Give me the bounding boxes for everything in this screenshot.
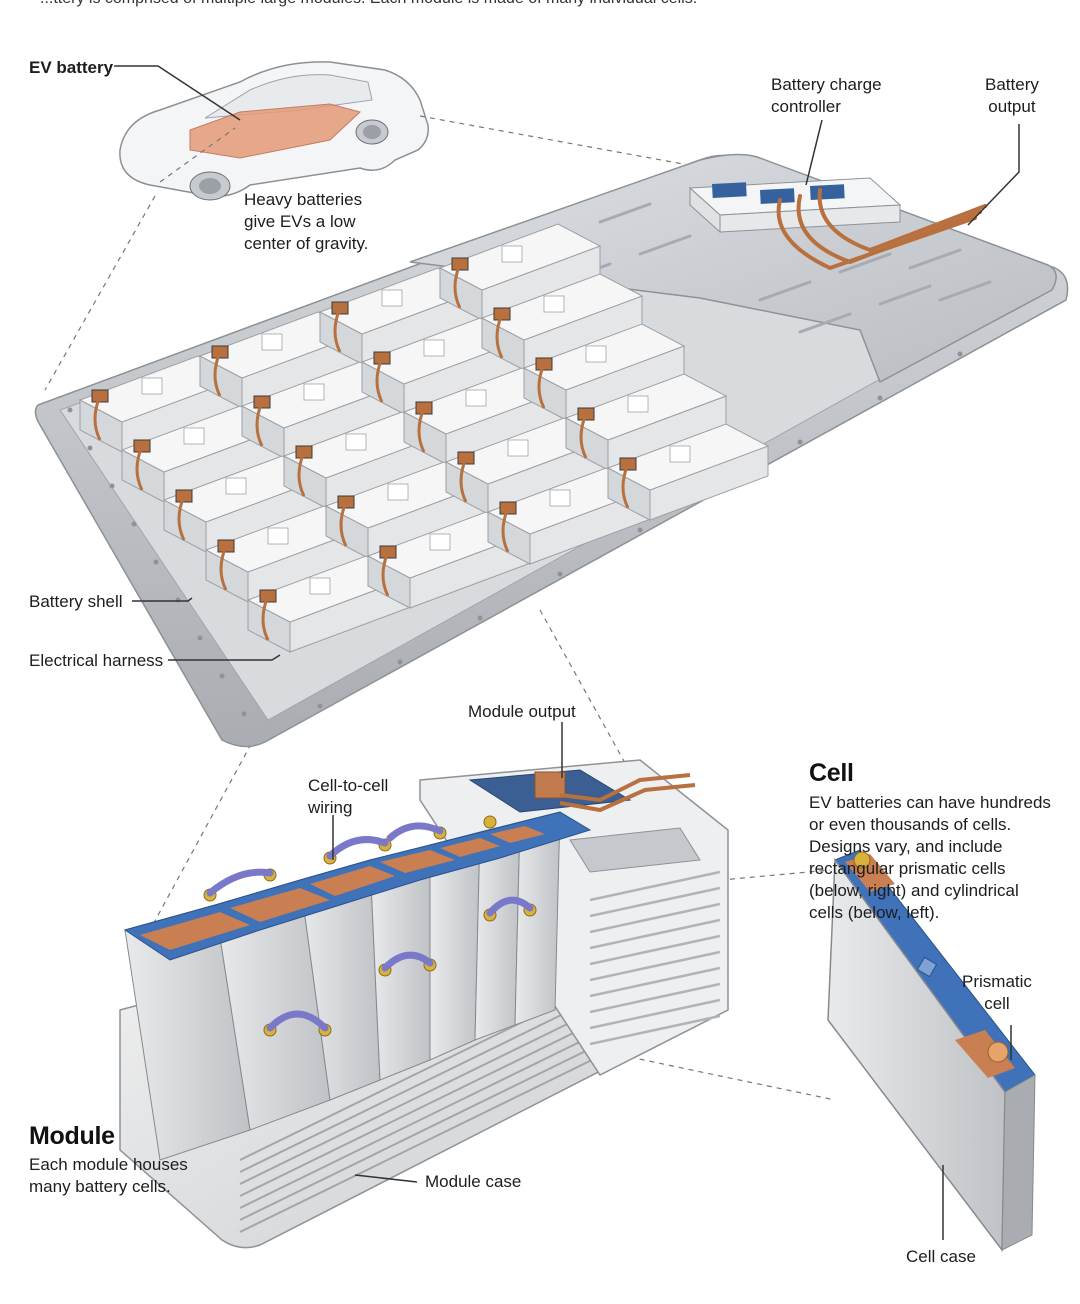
prismatic-cell-illustration xyxy=(827,849,1036,1253)
module-output-label: Module output xyxy=(468,702,576,721)
pack-module xyxy=(438,223,602,321)
ev-battery-label: EV battery xyxy=(29,58,114,77)
battery-output-label: Battery output xyxy=(985,75,1039,116)
electrical-harness-label: Electrical harness xyxy=(29,651,164,670)
leader-lines xyxy=(114,65,1020,1240)
battery-pack xyxy=(34,153,1069,748)
pack-module xyxy=(564,373,728,471)
cell-heading: Cell xyxy=(809,759,854,787)
module-case-label: Module case xyxy=(425,1172,522,1191)
module-illustration xyxy=(119,759,729,1249)
module-heading: Module xyxy=(29,1122,115,1150)
charge-controller-label: Battery charge controller xyxy=(771,75,882,116)
battery-shell-label: Battery shell xyxy=(29,592,123,611)
module-description: Each module houses many battery cells. xyxy=(29,1155,188,1196)
prismatic-cell-label: Prismatic cell xyxy=(962,972,1032,1013)
cell-case-label: Cell case xyxy=(906,1247,976,1266)
cell-description: EV batteries can have hundreds or even t… xyxy=(809,793,1051,922)
car-illustration xyxy=(119,61,430,201)
pack-modules xyxy=(78,223,770,653)
pack-module xyxy=(522,323,686,421)
module-cells xyxy=(123,811,592,1161)
gravity-note: Heavy batteries give EVs a low center of… xyxy=(244,190,369,253)
cell-wiring-label: Cell-to-cell wiring xyxy=(308,776,389,817)
top-caption: ...ttery is comprised of multiple large … xyxy=(40,0,697,10)
pack-module xyxy=(606,423,770,521)
